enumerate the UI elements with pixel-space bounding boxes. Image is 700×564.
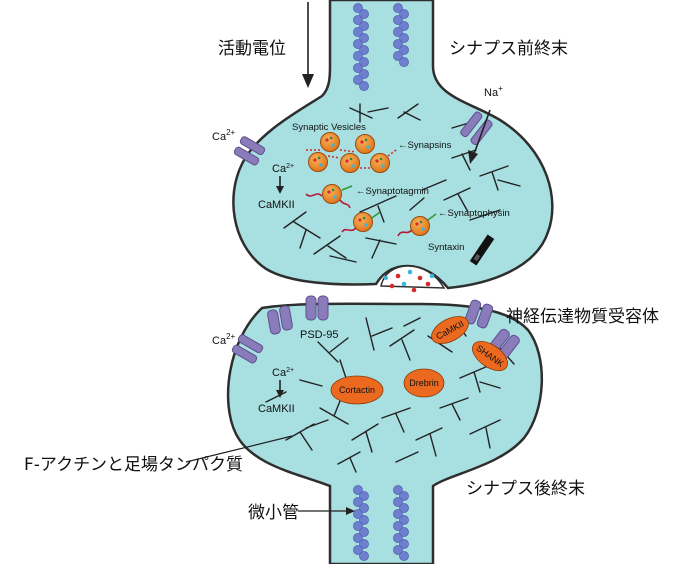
synapsins-label: ←Synapsins — [398, 140, 452, 151]
postsynaptic-terminal-label: シナプス後終末 — [466, 479, 585, 499]
microtubules-presynaptic — [353, 3, 409, 91]
presynaptic-terminal-label: シナプス前終末 — [449, 39, 568, 59]
microtubule-label: 微小管 — [248, 503, 299, 523]
ca-pre-inner-label: Ca2+ — [272, 163, 294, 175]
ca-post-inner-label: Ca2+ — [272, 367, 294, 379]
psd95-label: PSD-95 — [300, 329, 339, 341]
camkii-oval: CaMKII — [431, 316, 469, 344]
neurotransmitter-release — [384, 269, 435, 293]
factin-label: F-アクチンと足場タンパク質 — [24, 455, 243, 475]
postsynaptic-terminal-body — [226, 302, 543, 564]
ca-channel-postsynaptic — [231, 334, 264, 364]
na-label: Na+ — [484, 84, 503, 99]
synaptophysin-label: ←Synaptophysin — [438, 208, 510, 219]
receptor-cluster-right — [464, 299, 494, 329]
syntaxin-protein — [469, 234, 495, 266]
drebrin-oval: Drebrin — [403, 368, 445, 398]
drebrin-oval-label: Drebrin — [409, 378, 439, 388]
synaptic-vesicles-label: Synaptic Vesicles — [292, 122, 366, 133]
cortactin-oval-label: Cortactin — [339, 385, 375, 395]
syntaxin-label: Syntaxin — [428, 242, 464, 253]
actin-presynaptic — [283, 103, 521, 263]
receptor-label: 神経伝達物質受容体 — [506, 307, 659, 327]
ca-post-label: Ca2+ — [212, 332, 236, 347]
camkii-post-label: CaMKII — [258, 403, 295, 415]
synaptotagmin-label: ←Synaptotagmin — [356, 186, 429, 197]
arrows — [185, 2, 491, 515]
receptor-cluster-center — [305, 295, 329, 321]
cortactin-oval: Cortactin — [330, 375, 384, 405]
ca-channel-presynaptic — [233, 136, 266, 166]
synaptic-vesicles — [305, 132, 437, 237]
ca-pre-label: Ca2+ — [212, 128, 236, 143]
psd95-receptor — [267, 305, 293, 335]
microtubules-postsynaptic — [353, 485, 409, 561]
camkii-pre-label: CaMKII — [258, 199, 295, 211]
action-potential-label: 活動電位 — [218, 39, 286, 59]
